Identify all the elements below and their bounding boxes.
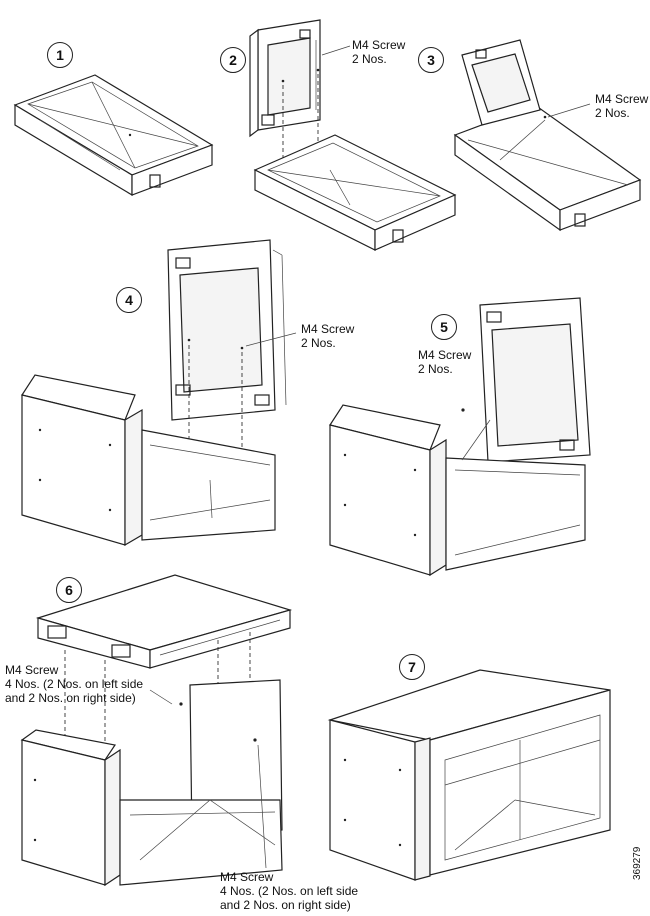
step-7-number: 7 xyxy=(399,654,425,680)
step-6-number: 6 xyxy=(56,577,82,603)
step-2-screw-callout: M4 Screw 2 Nos. xyxy=(352,38,406,66)
step-3-number: 3 xyxy=(418,47,444,73)
step-6-top-cover xyxy=(35,574,293,745)
step-3-assembly xyxy=(453,39,642,232)
step-2-number: 2 xyxy=(220,47,246,73)
step-6-left-screw-callout: M4 Screw 4 Nos. (2 Nos. on left side and… xyxy=(5,663,144,705)
step-2-base-frame xyxy=(253,134,457,251)
step-4-screw-callout: M4 Screw 2 Nos. xyxy=(301,322,355,350)
step-5-number: 5 xyxy=(431,314,457,340)
step-5-assembly xyxy=(329,297,591,577)
step-7-completed-assembly xyxy=(327,669,611,881)
step-4-side-chassis xyxy=(21,374,276,547)
step-6-bottom-screw-callout: M4 Screw 4 Nos. (2 Nos. on left side and… xyxy=(220,870,359,912)
step-6-chassis xyxy=(20,679,283,887)
figure-id: 369279 xyxy=(632,846,643,880)
step-1-number: 1 xyxy=(47,42,73,68)
step-2-side-panel xyxy=(249,19,351,175)
step-3-screw-callout: M4 Screw 2 Nos. xyxy=(595,92,649,120)
step-4-number: 4 xyxy=(116,287,142,313)
step-1-base-frame xyxy=(13,74,214,197)
step-5-screw-callout: M4 Screw 2 Nos. xyxy=(418,348,472,376)
step-4-upright-panel xyxy=(167,239,297,450)
